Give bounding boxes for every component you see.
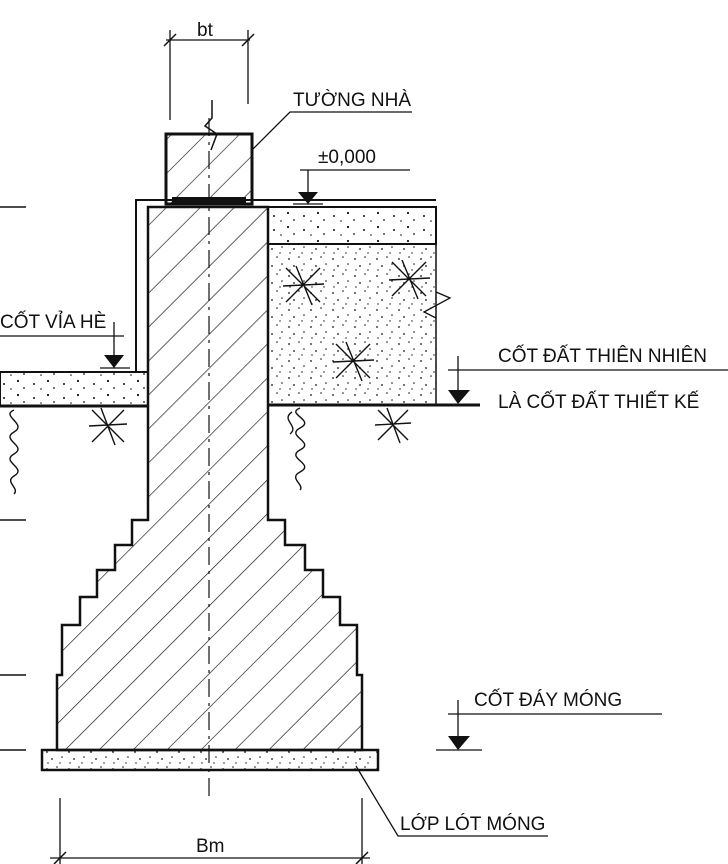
lean-layer-callout: LỚP LÓT MÓNG: [355, 765, 548, 837]
natural-ground-level-marker: CỐT ĐẤT THIÊN NHIÊN LÀ CỐT ĐẤT THIẾT KẾ: [448, 345, 728, 413]
sidewalk-slab: [0, 371, 149, 408]
soil-cross-symbol: [374, 407, 412, 444]
bt-label: bt: [197, 20, 214, 41]
bm-label: Bm: [196, 836, 225, 857]
elevation-ticks: [0, 206, 26, 751]
lean-concrete-layer: [40, 748, 380, 772]
natural-ground-label-1: CỐT ĐẤT THIÊN NHIÊN: [498, 345, 707, 367]
soil-cross-symbol: [282, 259, 431, 382]
fill-soil: [270, 244, 452, 405]
footing-bottom-label: CỐT ĐÁY MÓNG: [474, 689, 622, 711]
floor-slab: [267, 206, 437, 245]
datum-label: ±0,000: [318, 147, 376, 168]
soil-wave-symbol: [287, 407, 306, 491]
sidewalk-level-marker: CỐT VỈA HÈ: [0, 311, 130, 369]
soil-wave-symbol: [9, 409, 19, 495]
dimension-bm: Bm: [50, 798, 370, 864]
natural-ground-label-2: LÀ CỐT ĐẤT THIẾT KẾ: [498, 391, 699, 413]
sidewalk-level-label: CỐT VỈA HÈ: [0, 311, 106, 333]
datum-level-marker: ±0,000: [293, 147, 410, 205]
soil-cross-symbol: [88, 407, 128, 446]
lean-layer-label: LỚP LÓT MÓNG: [400, 813, 545, 835]
footing-bottom-level-marker: CỐT ĐÁY MÓNG: [436, 689, 662, 751]
wall-callout: TƯỜNG NHÀ: [251, 89, 412, 151]
dimension-bt: bt: [163, 20, 255, 120]
wall-label: TƯỜNG NHÀ: [293, 89, 411, 111]
